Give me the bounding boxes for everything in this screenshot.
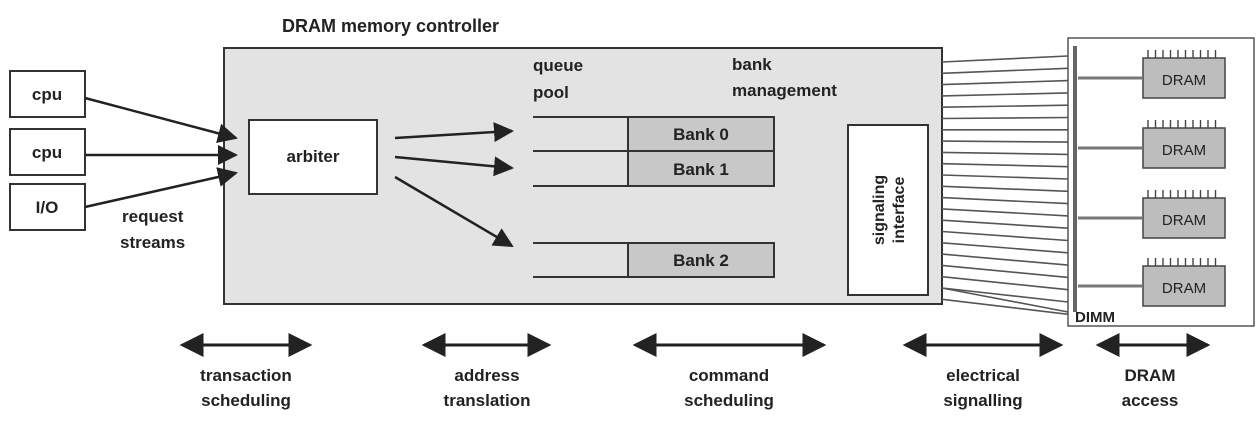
stage-1: address translation [421, 333, 552, 410]
signal-wire [941, 174, 1069, 180]
stage-4: DRAM access [1095, 333, 1211, 410]
stage-label: address [454, 366, 519, 385]
signaling-interface-line2: interface [891, 177, 908, 244]
bank-2: Bank 2 [627, 242, 775, 278]
queue-lines [533, 116, 628, 278]
request-streams-line1: request [122, 207, 184, 226]
signal-wire [941, 67, 1069, 75]
stage-label: scheduling [684, 391, 774, 410]
signal-wire [941, 79, 1069, 86]
signal-wire [941, 298, 1069, 316]
queue-pool-line1: queue [533, 56, 583, 75]
source-label: I/O [36, 198, 59, 217]
queue-pool-line2: pool [533, 83, 569, 102]
dram-chip: DRAM [1078, 50, 1226, 99]
signal-wires [941, 55, 1069, 316]
stage-label: DRAM [1125, 366, 1176, 385]
signal-wire [941, 185, 1069, 193]
signal-wire [941, 208, 1069, 217]
signal-wire [941, 104, 1069, 108]
signal-wire [941, 264, 1069, 279]
bank-management-line2: management [732, 81, 837, 100]
stage-label: transaction [200, 366, 292, 385]
bank-0: Bank 0 [627, 116, 775, 152]
bank-management-line1: bank [732, 55, 772, 74]
signal-wire [941, 196, 1069, 205]
signal-wire [941, 140, 1069, 143]
signal-wire [941, 92, 1069, 97]
source-label: cpu [32, 143, 62, 162]
source-label: cpu [32, 85, 62, 104]
bank-label: Bank 0 [673, 125, 729, 144]
stage-label: command [689, 366, 769, 385]
dram-chips: DRAM DRAM DRAM DRAM [1078, 50, 1226, 307]
stage-label: access [1122, 391, 1179, 410]
arbiter-label: arbiter [287, 147, 340, 166]
bank-label: Bank 1 [673, 160, 729, 179]
signal-wire [941, 287, 1069, 303]
stage-0: transaction scheduling [179, 333, 313, 410]
stage-label: electrical [946, 366, 1020, 385]
arbiter-arrows [394, 122, 514, 248]
stage-label: scheduling [201, 391, 291, 410]
dram-chip: DRAM [1078, 190, 1226, 239]
diagram-title: DRAM memory controller [282, 16, 499, 36]
dram-chip-label: DRAM [1162, 72, 1206, 89]
stage-3: electrical signalling [902, 333, 1064, 410]
signal-wire [941, 151, 1069, 156]
stage-label: translation [444, 391, 531, 410]
arbiter-box [248, 119, 378, 195]
signal-wire [941, 116, 1069, 120]
pipeline-stages: transaction scheduling address translation c… [179, 333, 1211, 410]
signal-wire [941, 230, 1069, 242]
bank-1: Bank 1 [627, 150, 775, 187]
dram-chip-label: DRAM [1162, 280, 1206, 297]
signaling-interface-box [847, 124, 929, 296]
signal-wire [941, 55, 1069, 63]
signal-wire [941, 219, 1069, 229]
dram-chip: DRAM [1078, 120, 1226, 169]
dram-chip-label: DRAM [1162, 212, 1206, 229]
signal-wire [941, 275, 1069, 291]
dram-chip: DRAM [1078, 258, 1226, 307]
source-cpu-2: cpu [9, 128, 86, 176]
dimm-label: DIMM [1075, 309, 1115, 326]
signaling-interface-line1: signaling [871, 175, 888, 245]
signal-wire [941, 162, 1069, 168]
stage-2: command scheduling [632, 333, 827, 410]
signal-wire [941, 253, 1069, 266]
source-io: I/O [9, 183, 86, 231]
signal-wire [941, 287, 1069, 313]
source-cpu-1: cpu [9, 70, 86, 118]
request-arrows [84, 96, 238, 209]
stage-label: signalling [943, 391, 1022, 410]
dram-chip-label: DRAM [1162, 142, 1206, 159]
bank-label: Bank 2 [673, 251, 729, 270]
signal-wire [941, 242, 1069, 254]
request-streams-line2: streams [120, 233, 185, 252]
